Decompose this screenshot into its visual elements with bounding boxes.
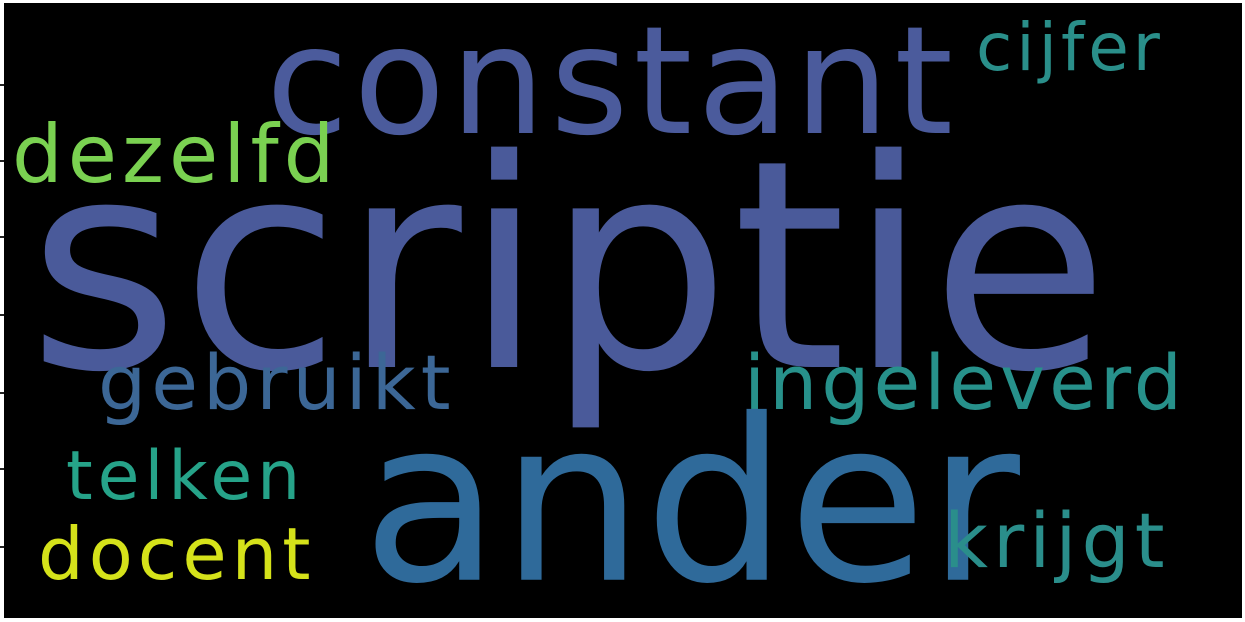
axis-tick bbox=[0, 468, 4, 470]
axis-tick bbox=[0, 236, 4, 238]
word-telken: telken bbox=[66, 437, 306, 516]
word-ander: ander bbox=[362, 372, 1021, 618]
word-krijgt: krijgt bbox=[944, 496, 1170, 585]
word-constant: constant bbox=[266, 3, 959, 169]
word-gebruikt: gebruikt bbox=[98, 338, 456, 427]
word-scriptie: scriptie bbox=[28, 99, 1112, 436]
axis-tick bbox=[0, 314, 4, 316]
word-ingeleverd: ingeleverd bbox=[744, 338, 1187, 427]
axis-tick bbox=[0, 392, 4, 394]
word-cijfer: cijfer bbox=[976, 9, 1164, 86]
axis-tick bbox=[0, 160, 4, 162]
word-dezelfd: dezelfd bbox=[12, 108, 340, 201]
word-docent: docent bbox=[38, 512, 316, 596]
axis-tick bbox=[0, 84, 4, 86]
axis-tick bbox=[0, 546, 4, 548]
wordcloud-canvas: constant cijfer dezelfd scriptie gebruik… bbox=[4, 3, 1242, 618]
